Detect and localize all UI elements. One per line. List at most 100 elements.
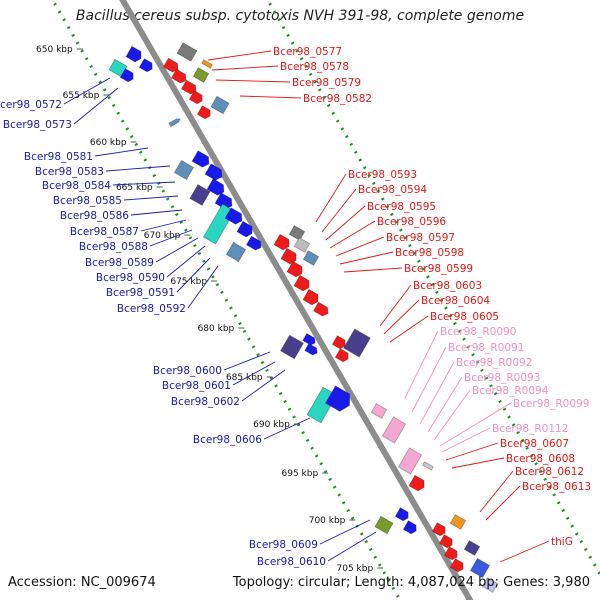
leader-line <box>241 369 286 402</box>
tick-label: 655 kbp <box>63 91 100 101</box>
right-gene-label: Bcer98_0578 <box>280 61 349 73</box>
gene-feature <box>201 59 213 69</box>
map-title: Bacillus cereus subsp. cytotoxis NVH 391… <box>75 8 525 24</box>
gene-feature <box>374 515 394 535</box>
gene-feature <box>302 250 320 266</box>
leader-line <box>445 442 499 461</box>
right-gene-label: Bcer98_0577 <box>273 46 342 58</box>
right-gene-label: Bcer98_0593 <box>348 169 417 181</box>
gene-feature <box>312 301 329 317</box>
genome-summary-text: Topology: circular; Length: 4,087,024 bp… <box>232 575 590 590</box>
rna-label: Bcer98_R0092 <box>456 357 532 369</box>
gene-feature <box>119 68 134 83</box>
gene-feature <box>334 348 349 363</box>
gene-feature <box>191 150 210 168</box>
leader-line <box>419 361 455 425</box>
leader-line <box>427 376 463 433</box>
gene-feature <box>273 233 290 251</box>
leader-line <box>166 245 206 278</box>
gene-feature <box>224 207 243 225</box>
right-gene-label: Bcer98_0613 <box>522 481 591 493</box>
left-gene-label: Bcer98_0590 <box>96 272 165 284</box>
leader-line <box>441 427 491 453</box>
leader-line <box>411 346 447 413</box>
leader-line <box>383 299 420 335</box>
right-gene-label: Bcer98_0608 <box>506 453 575 465</box>
left-gene-label: Bcer98_0610 <box>257 556 326 568</box>
leader-line <box>232 361 276 386</box>
gene-feature <box>176 42 198 62</box>
leader-line <box>130 209 183 216</box>
rna-label: Bcer98_R0094 <box>472 385 549 397</box>
rna-label: Bcer98_R0093 <box>464 372 540 384</box>
gene-feature <box>331 335 346 350</box>
left-gene-label: Bcer98_0602 <box>171 396 240 408</box>
leader-line <box>211 65 279 71</box>
gene-feature <box>443 546 458 561</box>
gene-feature <box>196 105 211 120</box>
gene-feature <box>293 237 311 253</box>
gene-feature <box>394 507 409 522</box>
leader-line <box>149 229 193 247</box>
right-gene-label: Bcer98_0599 <box>404 263 473 275</box>
left-gene-label: Bcer98_0584 <box>42 180 111 192</box>
gene-feature <box>302 288 319 306</box>
right-gene-label: thiG <box>551 536 573 548</box>
gene-feature <box>449 514 467 530</box>
rna-label: Bcer98_R0090 <box>440 326 516 338</box>
leader-line <box>215 79 291 83</box>
gene-feature <box>236 220 253 238</box>
gene-feature <box>162 57 179 73</box>
leader-line <box>389 315 429 343</box>
leader-line <box>439 402 512 447</box>
gene-feature <box>402 520 417 535</box>
left-gene-label: Bcer98_0592 <box>117 303 186 315</box>
tick-label: 660 kbp <box>90 138 127 148</box>
leader-line <box>485 485 521 521</box>
gene-feature <box>125 45 142 63</box>
left-gene-label: Bcer98_0606 <box>193 434 262 446</box>
leader-line <box>325 205 366 241</box>
tick-label: 705 kbp <box>337 564 374 574</box>
leader-line <box>187 265 219 309</box>
gene-feature <box>293 274 310 292</box>
left-gene-label: Bcer98_0609 <box>249 539 318 551</box>
left-gene-label: Bcer98_0587 <box>70 226 139 238</box>
tick-label: 670 kbp <box>144 231 181 241</box>
gene-feature <box>189 184 211 206</box>
leader-line <box>451 457 505 469</box>
leader-line <box>499 540 550 563</box>
gene-feature <box>302 332 316 346</box>
accession-text: Accession: NC_009674 <box>8 575 156 590</box>
right-gene-label: Bcer98_0598 <box>395 247 464 259</box>
gene-feature <box>170 68 187 84</box>
leader-line <box>319 519 371 545</box>
tick-label: 680 kbp <box>198 324 235 334</box>
tick-label: 675 kbp <box>170 277 207 287</box>
leader-line <box>329 220 376 249</box>
left-gene-label: Bcer98_0588 <box>79 241 148 253</box>
tick-label: 685 kbp <box>226 373 263 383</box>
left-gene-label: Bcer98_0583 <box>35 166 104 178</box>
gene-feature <box>168 118 181 128</box>
left-gene-label: Bcer98_0581 <box>24 151 93 163</box>
dotted-ring-outer <box>265 0 600 578</box>
left-gene-label: Bcer98_0572 <box>0 99 62 111</box>
left-gene-label: Bcer98_0589 <box>85 257 154 269</box>
leader-line <box>155 237 199 263</box>
gene-feature <box>204 163 223 181</box>
gene-feature <box>202 203 236 245</box>
tick-label: 650 kbp <box>36 45 73 55</box>
gene-feature <box>138 58 153 73</box>
leader-line <box>321 188 357 233</box>
gene-feature <box>286 260 303 278</box>
left-gene-label: Bcer98_0601 <box>162 380 231 392</box>
leader-line <box>379 284 412 327</box>
rna-label: Bcer98_R0099 <box>513 398 589 410</box>
genome-backbone <box>119 0 474 600</box>
gene-feature <box>481 577 499 593</box>
right-gene-label: Bcer98_0582 <box>303 93 372 105</box>
gene-feature <box>210 95 230 115</box>
leader-line <box>94 147 149 157</box>
gene-feature <box>438 534 453 549</box>
